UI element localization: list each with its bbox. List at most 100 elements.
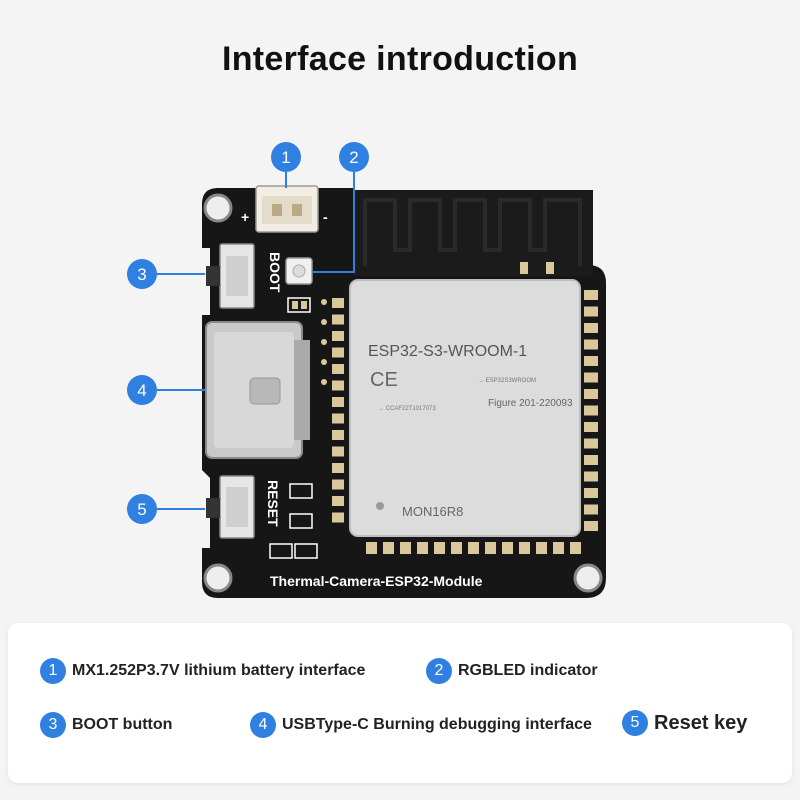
- page-title: Interface introduction: [221, 40, 579, 78]
- module-pad: [584, 438, 598, 449]
- module-pad: [332, 496, 344, 506]
- callout-badge-1: 1: [271, 142, 301, 172]
- module-pad: [417, 542, 428, 554]
- module-pad: [584, 290, 598, 300]
- via: [321, 359, 327, 365]
- antenna-pad: [546, 262, 554, 274]
- legend-text: Reset key: [654, 711, 748, 734]
- legend-item-boot: 3 BOOT button: [40, 712, 172, 738]
- legend-item-rgbled: 2 RGBLED indicator: [426, 658, 598, 684]
- mounting-hole: [203, 193, 233, 223]
- rgb-led: [285, 257, 313, 285]
- svg-text:4: 4: [137, 381, 146, 400]
- module-shield: [349, 279, 581, 537]
- minus-label: -: [323, 209, 328, 225]
- module-pad: [502, 542, 513, 554]
- pad-pair: [269, 543, 293, 559]
- via: [321, 379, 327, 385]
- legend-item-usbc: 4 USBType-C Burning debugging interface: [250, 712, 592, 738]
- pad-pair: [294, 543, 318, 559]
- antenna-trace: [363, 198, 582, 266]
- legend-item-reset: 5 Reset key: [622, 710, 747, 736]
- pad: [301, 301, 307, 309]
- module-pad: [570, 542, 581, 554]
- module-pad: [400, 542, 411, 554]
- module-pad: [332, 347, 344, 358]
- pad-pair: [289, 483, 313, 499]
- module-pad: [332, 413, 344, 424]
- plus-label: +: [241, 209, 249, 225]
- antenna-pad: [520, 262, 528, 274]
- small-code-left: → CCAF22T1017073: [378, 406, 436, 412]
- module-pad: [536, 542, 547, 554]
- via: [321, 299, 327, 305]
- small-code-right: → ESP32S3WROOM: [478, 378, 536, 384]
- module-pad: [332, 298, 344, 308]
- flash-code: MON16R8: [402, 504, 463, 519]
- mounting-hole: [573, 563, 603, 593]
- module-pad: [584, 323, 598, 333]
- cert-text: Figure 201-220093: [488, 398, 573, 409]
- mounting-hole: [203, 563, 233, 593]
- legend-item-battery: 1 MX1.252P3.7V lithium battery interface: [40, 658, 365, 684]
- module-pad: [332, 314, 344, 325]
- ce-mark: CE: [370, 369, 398, 391]
- legend-badge: 4: [250, 712, 276, 738]
- module-pad: [332, 331, 344, 341]
- pad-pair: [287, 297, 311, 313]
- module-pad: [584, 339, 598, 350]
- boot-label: BOOT: [267, 252, 283, 293]
- module-pad: [485, 542, 496, 554]
- legend-text: RGBLED indicator: [458, 662, 598, 679]
- module-pad: [332, 397, 344, 407]
- battery-connector: [255, 185, 319, 233]
- antenna-area: [353, 190, 593, 276]
- pad-pair: [289, 513, 313, 529]
- usb-c-port[interactable]: [205, 321, 310, 459]
- callout-badge-4: 4: [127, 375, 157, 405]
- module-pad: [584, 306, 598, 317]
- via: [321, 339, 327, 345]
- module-pad: [584, 471, 598, 482]
- boot-button[interactable]: [206, 243, 255, 309]
- module-pad: [584, 521, 598, 531]
- module-pad: [584, 389, 598, 399]
- callout-line-2: [312, 172, 355, 273]
- module-pad: [468, 542, 479, 554]
- svg-text:2: 2: [349, 148, 358, 167]
- board-name: Thermal-Camera-ESP32-Module: [270, 573, 483, 589]
- module-pad: [584, 455, 598, 465]
- pad: [292, 301, 298, 309]
- legend-badge: 2: [426, 658, 452, 684]
- module-pad: [434, 542, 445, 554]
- svg-text:3: 3: [137, 265, 146, 284]
- svg-text:5: 5: [137, 500, 146, 519]
- module-pad: [383, 542, 394, 554]
- module-pad: [332, 364, 344, 374]
- callout-badge-5: 5: [127, 494, 157, 524]
- module-pad: [584, 405, 598, 416]
- pin1-marker: [376, 502, 384, 510]
- module-pad: [584, 488, 598, 498]
- callout-badge-3: 3: [127, 259, 157, 289]
- module-name: ESP32-S3-WROOM-1: [368, 343, 527, 360]
- reset-label: RESET: [265, 480, 281, 527]
- module-pad: [332, 380, 344, 391]
- module-pad: [451, 542, 462, 554]
- module-pad: [332, 512, 344, 523]
- legend-badge: 5: [622, 710, 648, 736]
- legend-text: MX1.252P3.7V lithium battery interface: [72, 662, 366, 679]
- module-pad: [519, 542, 530, 554]
- via: [321, 319, 327, 325]
- module-pad: [332, 479, 344, 490]
- module-pad: [584, 356, 598, 366]
- side-pins: [321, 299, 327, 385]
- module-pad: [332, 446, 344, 457]
- svg-text:1: 1: [281, 148, 290, 167]
- legend-text: USBType-C Burning debugging interface: [282, 716, 592, 733]
- module-pad: [553, 542, 564, 554]
- legend-panel: 1 MX1.252P3.7V lithium battery interface…: [8, 623, 792, 783]
- reset-button[interactable]: [206, 475, 255, 539]
- callout-badge-2: 2: [339, 142, 369, 172]
- module-pad: [332, 430, 344, 440]
